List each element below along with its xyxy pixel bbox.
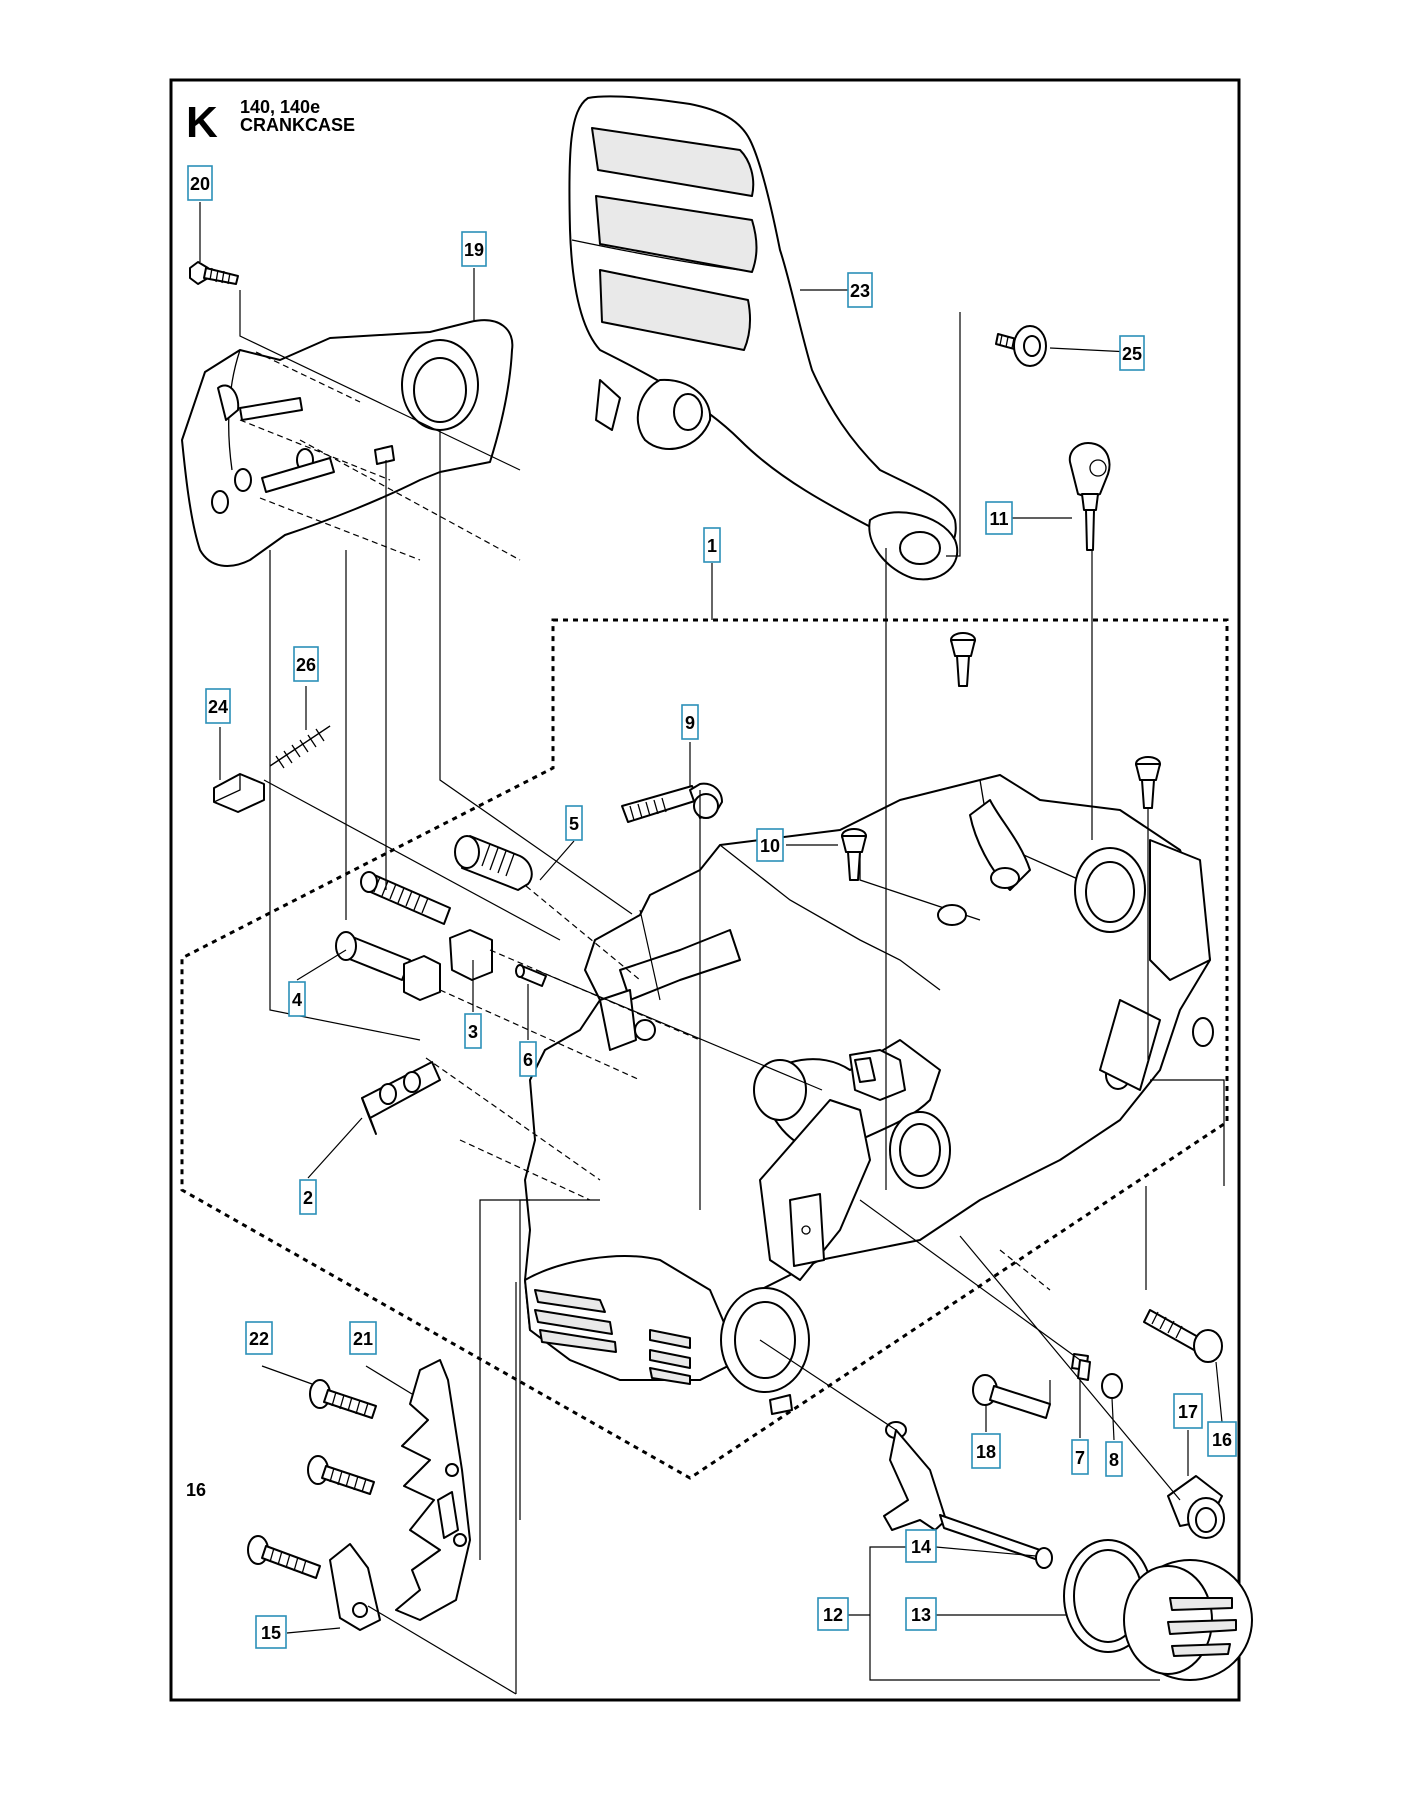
callout-13[interactable]: 13 xyxy=(905,1597,937,1631)
guide-plate-2-part xyxy=(361,1061,441,1135)
callout-9-label: 9 xyxy=(685,713,695,733)
callout-7-label: 7 xyxy=(1075,1448,1085,1468)
threaded-pin-3-part xyxy=(360,871,493,981)
screw-22b-part xyxy=(307,1455,375,1495)
callout-25[interactable]: 25 xyxy=(1119,335,1145,371)
chain-cover-part xyxy=(181,319,514,567)
crankcase-part xyxy=(524,774,1214,1415)
hand-guard-part xyxy=(568,95,959,581)
callout-16-right[interactable]: 16 xyxy=(1207,1421,1237,1457)
section-title: CRANKCASE xyxy=(240,115,355,135)
screw-crankcase-right-part xyxy=(1135,756,1161,809)
callout-18-label: 18 xyxy=(976,1442,996,1462)
callout-11-label: 11 xyxy=(989,509,1008,529)
screw-16-right-part xyxy=(1143,1309,1223,1363)
pin-6-part xyxy=(515,964,547,987)
callout-25-label: 25 xyxy=(1122,344,1142,364)
pin-5-part xyxy=(454,835,533,891)
callout-10[interactable]: 10 xyxy=(756,828,784,862)
crankcase-group-outline xyxy=(180,618,1229,1480)
callout-18[interactable]: 18 xyxy=(971,1433,1001,1469)
slide-24-part xyxy=(213,773,265,813)
callout-12[interactable]: 12 xyxy=(817,1597,849,1631)
callout-7[interactable]: 7 xyxy=(1071,1439,1089,1475)
leader-lines xyxy=(199,202,1225,1695)
callout-8[interactable]: 8 xyxy=(1105,1441,1123,1477)
callout-19-label: 19 xyxy=(464,240,484,260)
callout-20-label: 20 xyxy=(190,174,210,194)
callout-6-label: 6 xyxy=(523,1050,533,1070)
callout-26-label: 26 xyxy=(296,655,316,675)
callout-1-label: 1 xyxy=(707,536,717,556)
callout-23[interactable]: 23 xyxy=(847,272,873,308)
pin-4-part xyxy=(335,931,441,1001)
screw-16-left-part xyxy=(247,1535,321,1579)
connector-11-part xyxy=(1068,442,1111,551)
screw-18-part xyxy=(972,1374,1051,1419)
callout-4[interactable]: 4 xyxy=(288,981,306,1017)
callout-23-label: 23 xyxy=(850,281,870,301)
callout-20[interactable]: 20 xyxy=(187,165,213,201)
callout-15[interactable]: 15 xyxy=(255,1615,287,1649)
plug-17-part xyxy=(1167,1475,1225,1539)
callout-9[interactable]: 9 xyxy=(681,704,699,740)
screw-10-part xyxy=(841,828,867,881)
callout-13-label: 13 xyxy=(911,1605,931,1625)
callout-21-label: 21 xyxy=(353,1329,373,1349)
callout-5[interactable]: 5 xyxy=(565,805,583,841)
callout-19[interactable]: 19 xyxy=(461,231,487,267)
callout-10-label: 10 xyxy=(760,836,780,856)
callout-17-label: 17 xyxy=(1178,1402,1198,1422)
callout-3[interactable]: 3 xyxy=(464,1013,482,1049)
screw-20-part xyxy=(189,261,239,285)
valve-7-part xyxy=(1071,1353,1091,1381)
plug-8-part xyxy=(1101,1373,1123,1399)
screw-crankcase-top-part xyxy=(950,632,976,687)
callout-16-left-label: 16 xyxy=(186,1480,206,1500)
callout-22-label: 22 xyxy=(249,1329,269,1349)
callout-1[interactable]: 1 xyxy=(703,527,721,563)
diagram-frame xyxy=(169,78,1241,1702)
diagram-header: K 140, 140e CRANKCASE xyxy=(186,97,355,147)
model-numbers: 140, 140e xyxy=(240,97,320,117)
callout-2[interactable]: 2 xyxy=(299,1179,317,1215)
callout-14-label: 14 xyxy=(911,1537,931,1557)
callout-14[interactable]: 14 xyxy=(905,1529,937,1563)
callout-5-label: 5 xyxy=(569,814,579,834)
spring-26-part xyxy=(269,725,331,769)
callout-8-label: 8 xyxy=(1109,1450,1119,1470)
callout-4-label: 4 xyxy=(292,990,302,1010)
callout-26[interactable]: 26 xyxy=(293,646,319,682)
bumper-spike-21-part xyxy=(395,1359,471,1621)
callout-12-label: 12 xyxy=(823,1605,843,1625)
callout-17[interactable]: 17 xyxy=(1173,1393,1203,1429)
screw-22-part xyxy=(309,1379,377,1419)
callout-11[interactable]: 11 xyxy=(985,501,1013,535)
adjusting-screw-9-part xyxy=(621,782,723,823)
callout-24[interactable]: 24 xyxy=(205,688,231,724)
callout-22[interactable]: 22 xyxy=(245,1321,273,1355)
oil-cap-12-part xyxy=(1123,1559,1253,1681)
callout-24-label: 24 xyxy=(208,697,228,717)
callout-16-left[interactable]: 16 xyxy=(186,1480,206,1500)
section-letter: K xyxy=(186,98,218,147)
collar-screw-25-part xyxy=(995,325,1047,367)
spike-plate-15-part xyxy=(329,1543,381,1631)
callout-21[interactable]: 21 xyxy=(349,1321,377,1355)
callout-16-right-label: 16 xyxy=(1212,1430,1232,1450)
callout-6[interactable]: 6 xyxy=(519,1041,537,1077)
callout-15-label: 15 xyxy=(261,1623,281,1643)
callout-2-label: 2 xyxy=(303,1188,313,1208)
callout-3-label: 3 xyxy=(468,1022,478,1042)
